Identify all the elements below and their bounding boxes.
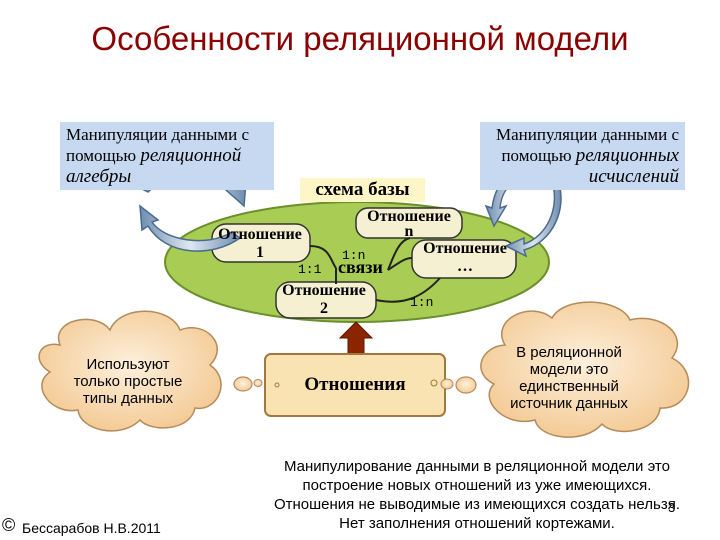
relation-2: Отношение 2 xyxy=(282,282,366,317)
relation-dots: Отношение … xyxy=(423,240,507,275)
relation-n: Отношение n xyxy=(367,208,451,240)
schema-label: схема базы xyxy=(300,178,425,202)
cloud-right-shape xyxy=(440,301,690,438)
page-number: 3 xyxy=(668,500,676,515)
cloud-left-text: Используют только простые типы данных xyxy=(73,356,183,407)
cardinality-label: 1:n xyxy=(410,295,434,310)
bottom-text: Манипулирование данными в реляционной мо… xyxy=(273,458,680,532)
relations-box: Отношения xyxy=(304,374,406,395)
calculus-box-line1: Манипуляции данными с xyxy=(495,125,679,144)
copyright-icon: © xyxy=(2,515,16,535)
relation-1: Отношение 1 xyxy=(218,226,302,261)
author-credit: Бессарабов Н.В.2011 xyxy=(22,520,161,536)
page-title: Особенности реляционной модели xyxy=(91,20,629,57)
links-label: связи xyxy=(338,257,383,277)
algebra-box-line3: алгебры xyxy=(66,166,132,187)
cloud-right-text: В реляционной модели это единственный ис… xyxy=(510,344,628,412)
cloud-left-shape xyxy=(38,310,263,432)
up-arrow xyxy=(338,321,374,357)
calculus-box: Манипуляции данными с помощью реляционны… xyxy=(480,122,685,190)
algebra-box-line1: Манипуляции данными с xyxy=(66,125,250,144)
calculus-box-line3: исчислений xyxy=(588,166,679,187)
cardinality-label: 1:n xyxy=(342,248,366,263)
relation-links xyxy=(309,237,441,303)
algebra-box-line2: помощью реляционной xyxy=(66,145,242,166)
algebra-box: Манипуляции данными с помощью реляционно… xyxy=(60,122,274,190)
cardinality-label: 1:1 xyxy=(298,262,322,277)
calculus-box-line2: помощью реляционных xyxy=(501,145,679,166)
